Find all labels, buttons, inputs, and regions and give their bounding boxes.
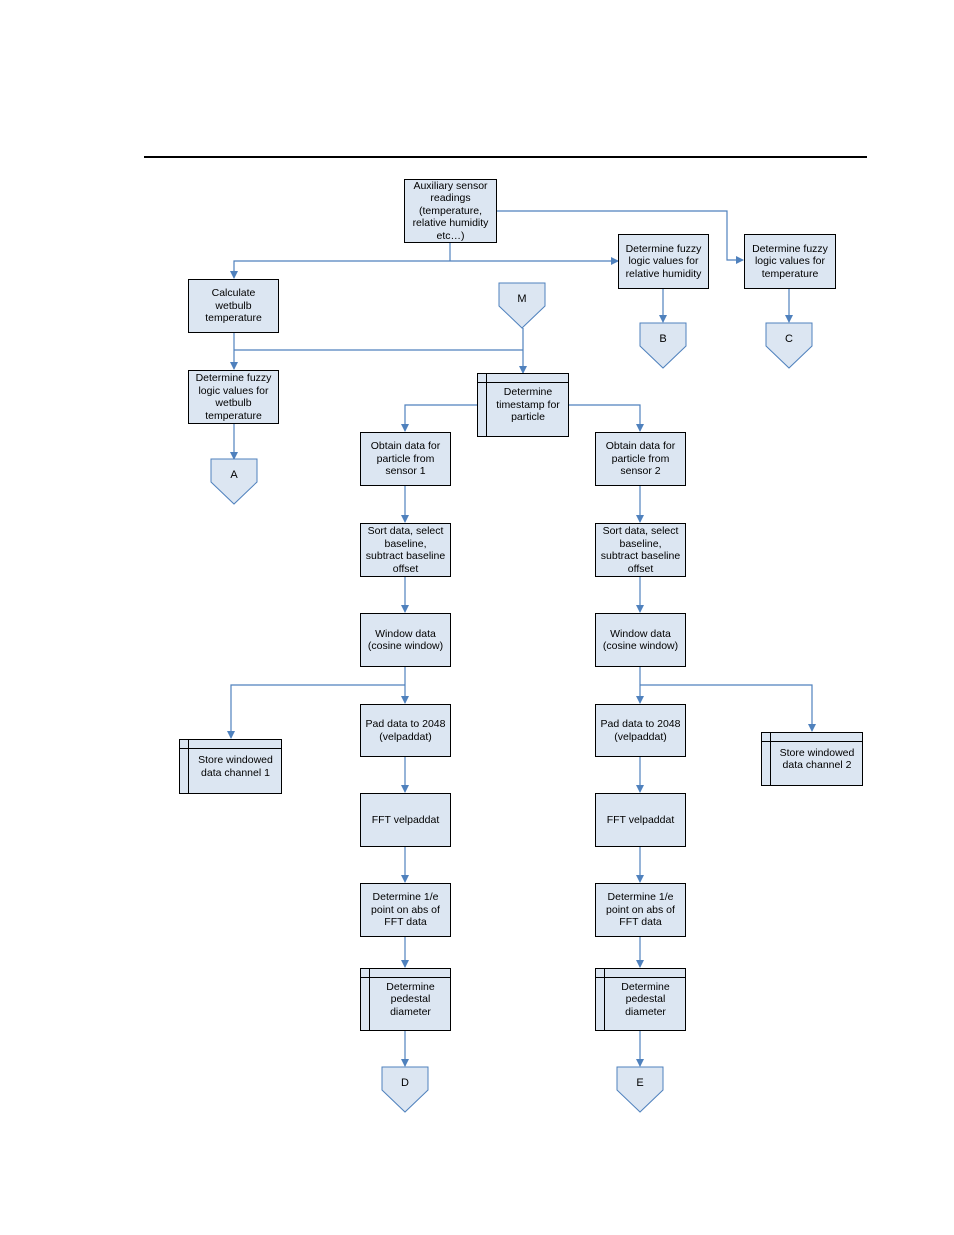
node-fuzzy-relative-humidity: Determine fuzzy logic values for relativ…: [618, 234, 709, 289]
connector-c-shape: [765, 322, 813, 369]
node-sort-data-1-text: Sort data, select baseline, subtract bas…: [365, 525, 446, 575]
edge-window1-to-store1: [227, 684, 405, 739]
node-fft-1: FFT velpaddat: [360, 793, 451, 847]
edge-window2-to-store2: [640, 684, 816, 732]
connector-a-label: A: [230, 469, 238, 481]
node-window-data-1-text: Window data (cosine window): [367, 627, 444, 653]
connector-a-shape: [210, 458, 258, 505]
node-auxiliary-sensor-readings-text: Auxiliary sensor readings (temperature, …: [412, 179, 489, 242]
node-store-channel-1-text: Store windowed data channel 1: [198, 754, 273, 779]
node-fuzzy-temperature-text: Determine fuzzy logic values for tempera…: [752, 242, 828, 280]
node-sort-data-2: Sort data, select baseline, subtract bas…: [595, 523, 686, 577]
node-fuzzy-temperature: Determine fuzzy logic values for tempera…: [744, 234, 836, 289]
connector-e-shape: [616, 1066, 664, 1113]
edge-timestamp-to-obtain1: [401, 404, 478, 432]
node-obtain-sensor-2: Obtain data for particle from sensor 2: [595, 432, 686, 486]
connector-b-shape: [639, 322, 687, 369]
edge-aux-to-temp: [497, 210, 744, 264]
node-obtain-sensor-2-text: Obtain data for particle from sensor 2: [605, 440, 676, 478]
node-pad-data-1: Pad data to 2048 (velpaddat): [360, 704, 451, 757]
header-rule: [144, 156, 867, 158]
node-pedestal-diameter-2: Determine pedestal diameter: [595, 968, 686, 1031]
node-store-channel-2: Store windowed data channel 2: [761, 732, 863, 786]
node-pedestal-diameter-1-text: Determine pedestal diameter: [386, 980, 435, 1018]
node-fuzzy-wetbulb-text: Determine fuzzy logic values for wetbulb…: [195, 372, 272, 422]
node-pad-data-2-text: Pad data to 2048 (velpaddat): [600, 718, 681, 743]
node-calculate-wetbulb: Calculate wetbulb temperature: [188, 279, 279, 333]
node-fft-2-text: FFT velpaddat: [606, 813, 675, 826]
node-window-data-2-text: Window data (cosine window): [602, 627, 679, 653]
connector-m-label: M: [517, 293, 527, 305]
node-sort-data-1: Sort data, select baseline, subtract bas…: [360, 523, 451, 577]
node-pedestal-diameter-2-text: Determine pedestal diameter: [621, 980, 670, 1018]
node-pad-data-1-text: Pad data to 2048 (velpaddat): [365, 718, 446, 743]
edge-timestamp-to-obtain2: [568, 404, 644, 432]
node-one-over-e-1-text: Determine 1/e point on abs of FFT data: [371, 891, 440, 929]
node-one-over-e-2-text: Determine 1/e point on abs of FFT data: [606, 891, 675, 929]
connector-e-label: E: [636, 1077, 644, 1089]
node-window-data-2: Window data (cosine window): [595, 613, 686, 667]
node-sort-data-2-text: Sort data, select baseline, subtract bas…: [600, 525, 681, 575]
node-obtain-sensor-1-text: Obtain data for particle from sensor 1: [370, 440, 441, 478]
node-store-channel-2-text: Store windowed data channel 2: [779, 746, 855, 772]
connector-d-shape: [381, 1066, 429, 1113]
connector-c-label: C: [785, 333, 793, 345]
connector-d-label: D: [401, 1077, 409, 1089]
node-auxiliary-sensor-readings: Auxiliary sensor readings (temperature, …: [404, 179, 497, 243]
node-one-over-e-1: Determine 1/e point on abs of FFT data: [360, 883, 451, 937]
node-fft-1-text: FFT velpaddat: [371, 813, 440, 826]
edge-aux-to-wetbulb: [230, 260, 450, 279]
node-fft-2: FFT velpaddat: [595, 793, 686, 847]
node-window-data-1: Window data (cosine window): [360, 613, 451, 667]
node-determine-timestamp-text: Determine timestamp for particle: [496, 386, 560, 424]
node-fuzzy-relative-humidity-text: Determine fuzzy logic values for relativ…: [625, 242, 702, 280]
node-pad-data-2: Pad data to 2048 (velpaddat): [595, 704, 686, 757]
node-determine-timestamp: Determine timestamp for particle: [477, 373, 569, 437]
node-fuzzy-wetbulb: Determine fuzzy logic values for wetbulb…: [188, 370, 279, 424]
connector-b-label: B: [659, 333, 667, 345]
node-calculate-wetbulb-text: Calculate wetbulb temperature: [205, 287, 262, 325]
node-one-over-e-2: Determine 1/e point on abs of FFT data: [595, 883, 686, 937]
node-store-channel-1: Store windowed data channel 1: [179, 739, 282, 794]
node-pedestal-diameter-1: Determine pedestal diameter: [360, 968, 451, 1031]
node-obtain-sensor-1: Obtain data for particle from sensor 1: [360, 432, 451, 486]
connector-m-shape: [498, 282, 546, 329]
